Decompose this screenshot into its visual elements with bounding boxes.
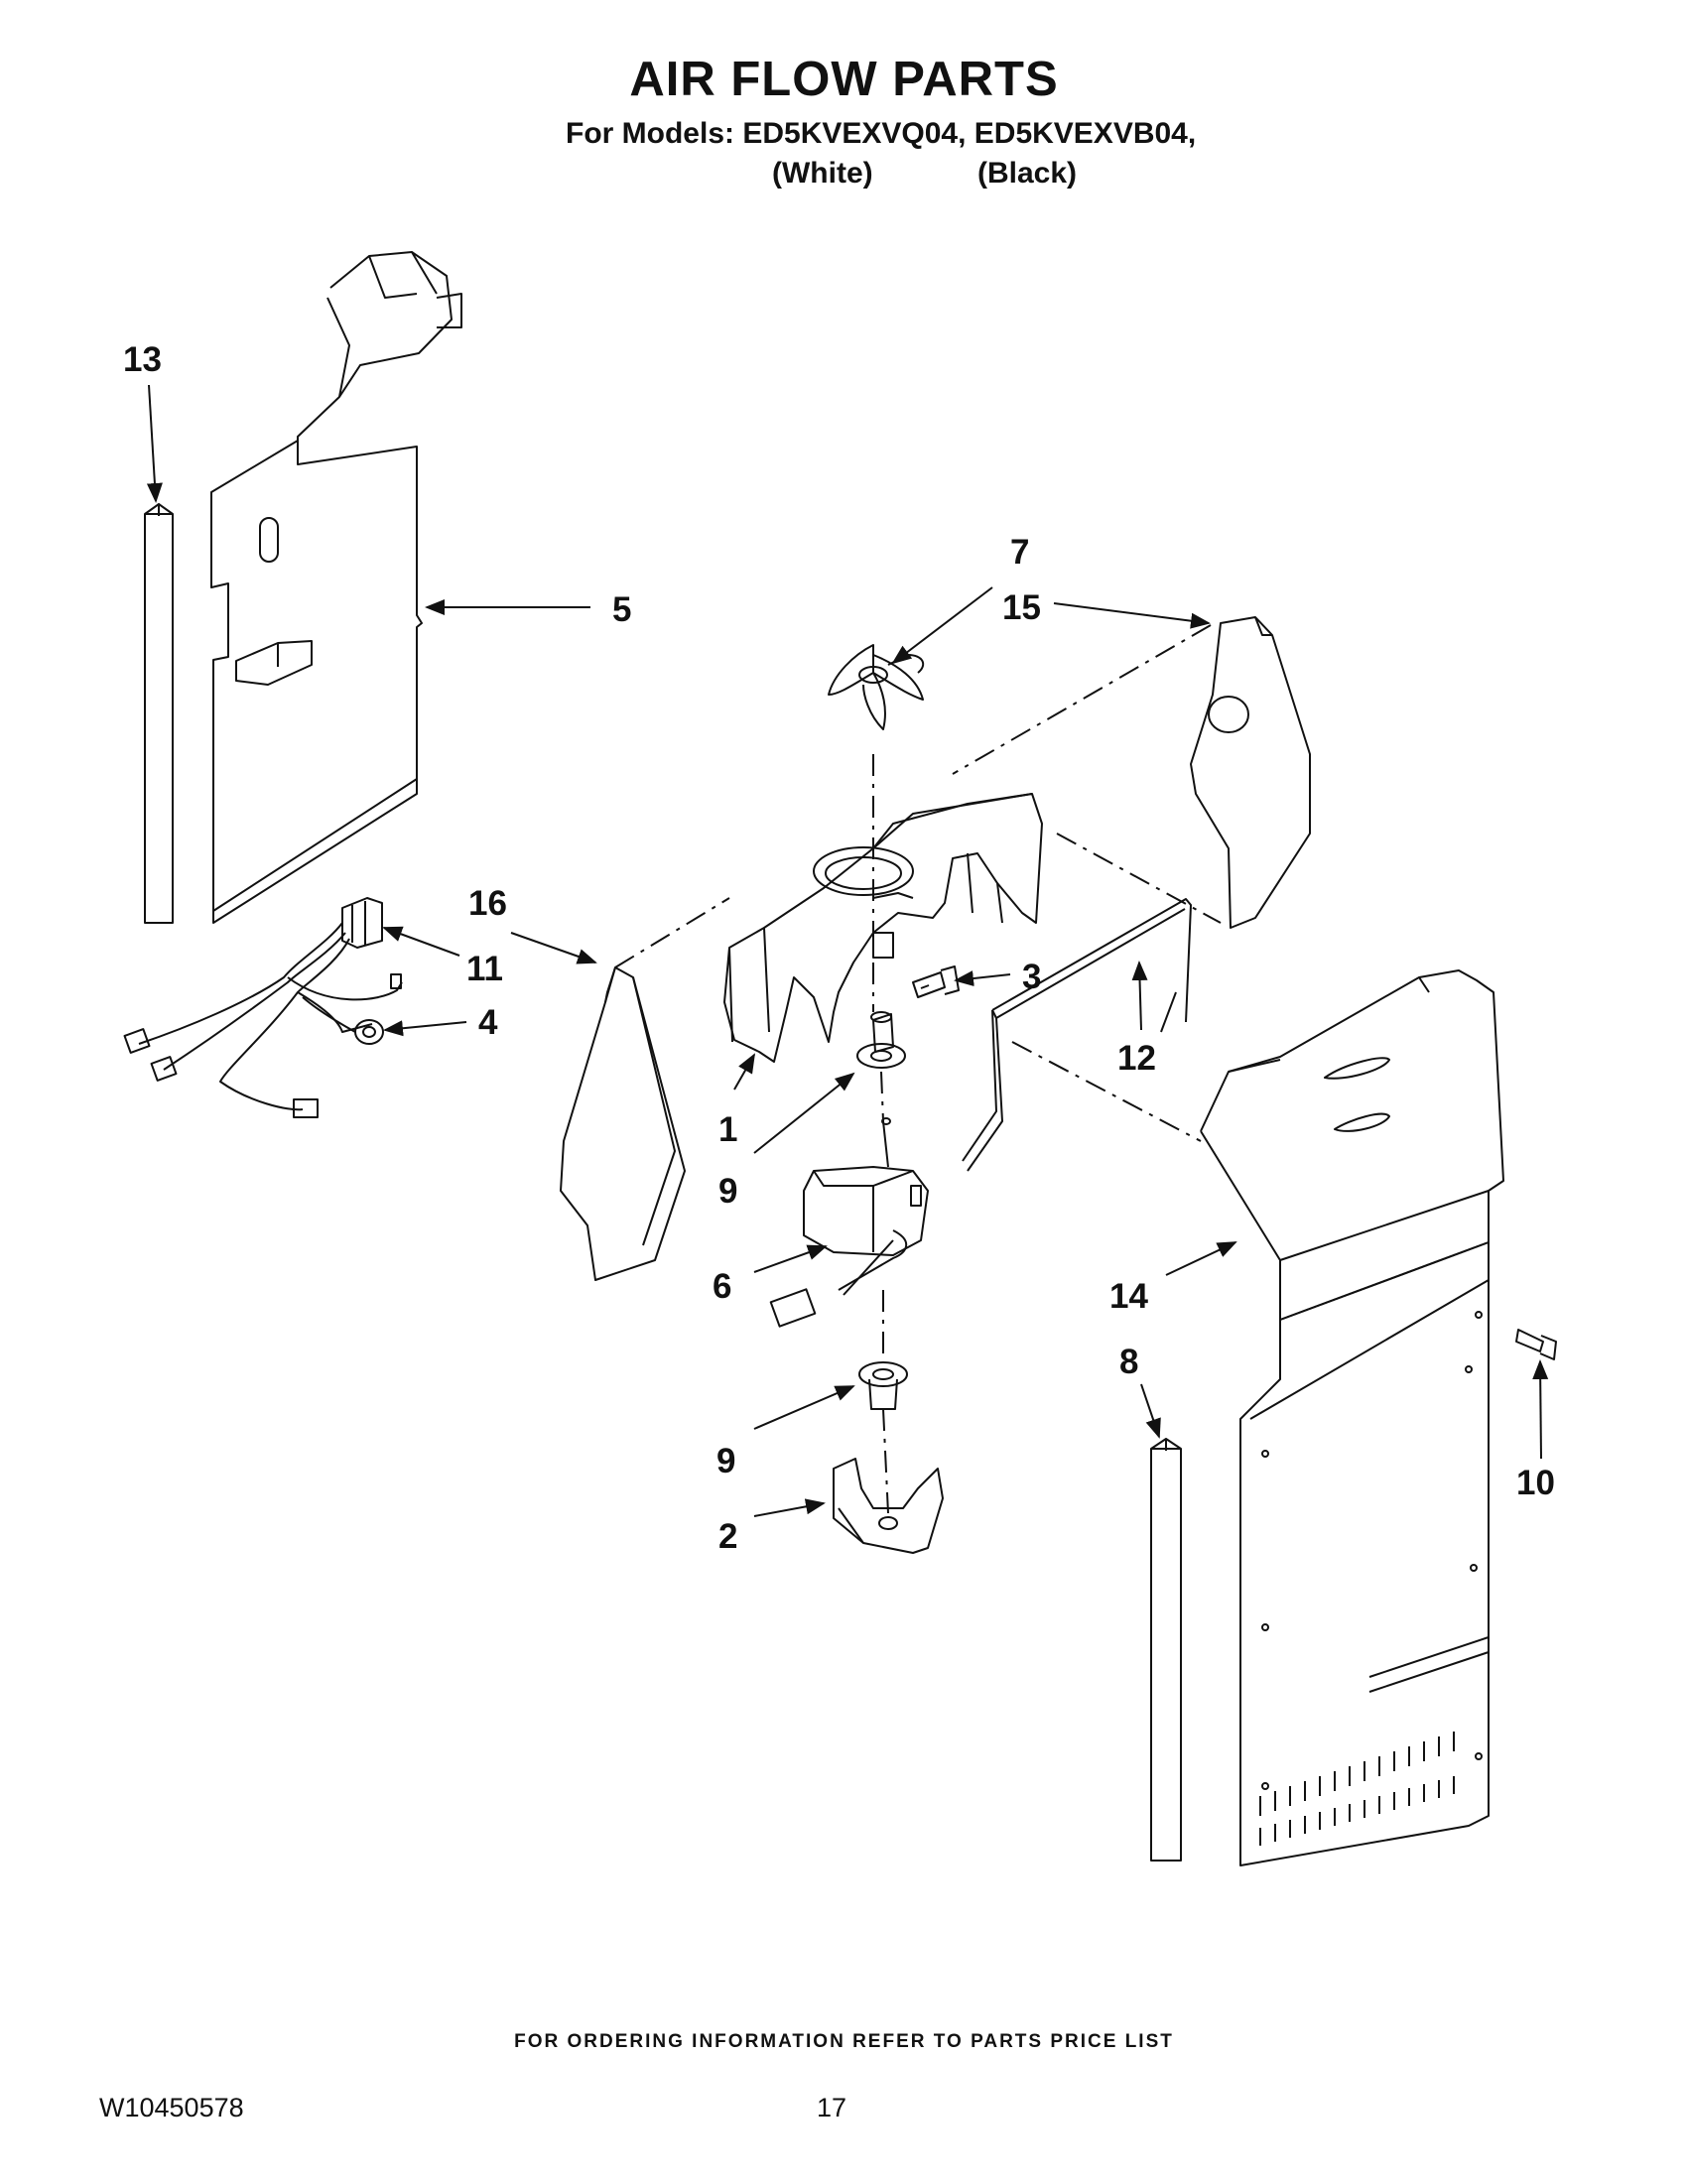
part-15-right-shroud <box>1190 616 1311 929</box>
callout-10: 10 <box>1516 1464 1555 1502</box>
callout-14: 14 <box>1109 1277 1148 1316</box>
document-number: W10450578 <box>99 2093 244 2122</box>
callout-9-upper: 9 <box>718 1172 737 1211</box>
part-3-screw <box>912 965 960 998</box>
part-16-left-shroud <box>560 966 686 1281</box>
callout-8: 8 <box>1119 1343 1138 1381</box>
part-1-fan-housing <box>723 793 1043 1063</box>
callout-3: 3 <box>1022 958 1041 996</box>
part-4-grommet <box>302 996 384 1045</box>
alignment-lines <box>614 624 1222 1514</box>
part-14-evaporator-cover <box>1200 969 1504 1321</box>
callout-7: 7 <box>1010 533 1029 572</box>
part-8-gasket-strip <box>1150 1438 1182 1862</box>
part-12-wire-bracket <box>962 898 1192 1172</box>
part-9-upper-bushing <box>856 1011 906 1069</box>
part-14-lower-panel <box>1239 1241 1490 1866</box>
variant-black: (Black) <box>977 157 1078 190</box>
callout-4: 4 <box>478 1003 498 1042</box>
callout-labels: 13 5 7 15 16 11 4 3 12 1 9 6 14 8 10 9 2 <box>123 340 1555 1556</box>
part-2-motor-bracket <box>833 1458 944 1554</box>
part-5-air-duct-panel <box>210 251 462 924</box>
part-13-gasket-strip <box>144 503 174 924</box>
part-11-wire-harness <box>123 897 403 1118</box>
models-line: For Models: ED5KVEXVQ04, ED5KVEXVB04, <box>566 117 1197 150</box>
part-6-fan-motor <box>769 1117 929 1328</box>
part-10-screw <box>1475 1311 1557 1360</box>
callout-12: 12 <box>1117 1039 1156 1078</box>
callout-1: 1 <box>718 1110 737 1149</box>
callout-5: 5 <box>612 590 631 629</box>
callout-16: 16 <box>468 884 507 923</box>
variant-white: (White) <box>772 157 873 190</box>
ordering-note: FOR ORDERING INFORMATION REFER TO PARTS … <box>514 2031 1174 2052</box>
callout-2: 2 <box>718 1517 737 1556</box>
leader-arrows <box>146 384 1549 1517</box>
page-number: 17 <box>817 2093 847 2122</box>
callout-6: 6 <box>713 1267 731 1306</box>
page-title: AIR FLOW PARTS <box>629 53 1059 106</box>
part-7-fan-blade <box>828 644 925 730</box>
callout-9-lower: 9 <box>716 1442 735 1480</box>
callout-15: 15 <box>1002 588 1041 627</box>
callout-13: 13 <box>123 340 162 379</box>
callout-11: 11 <box>466 950 503 988</box>
part-9-lower-bushing <box>858 1361 908 1410</box>
